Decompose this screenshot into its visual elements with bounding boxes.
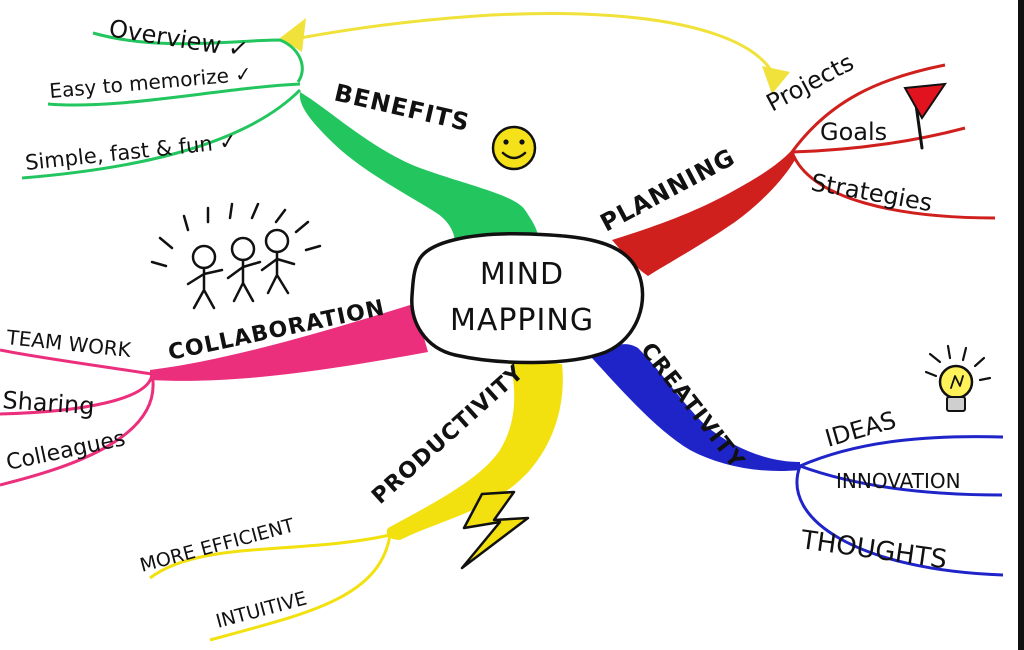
branch-productivity-body bbox=[386, 360, 563, 540]
branch-planning-body bbox=[612, 150, 796, 276]
right-border bbox=[1018, 0, 1024, 650]
benefits-item-memorize: Easy to memorize ✓ bbox=[48, 61, 252, 103]
stick-figures-icon bbox=[150, 202, 322, 310]
connector-arrow bbox=[299, 12, 774, 73]
benefits-item-simple: Simple, fast & fun ✓ bbox=[24, 129, 238, 175]
lightning-icon bbox=[460, 490, 530, 570]
branch-collaboration-sub-colleagues bbox=[0, 373, 155, 487]
branch-creativity-sub-innovation bbox=[799, 464, 1003, 497]
branch-benefits-body bbox=[299, 92, 538, 245]
branch-creativity-body bbox=[592, 344, 800, 472]
branch-collaboration-sub-sharing bbox=[0, 373, 154, 416]
flag-icon bbox=[903, 82, 948, 150]
branch-productivity-sub-efficient bbox=[149, 533, 391, 580]
lightbulb-icon bbox=[924, 344, 992, 412]
branch-planning-sub-strategies bbox=[790, 151, 996, 220]
center-title-line1: MIND bbox=[480, 257, 564, 292]
branch-benefits-sub-1 bbox=[92, 31, 304, 83]
branch-collaboration-sub-teamwork bbox=[0, 348, 153, 376]
collaboration-item-teamwork: TEAM WORK bbox=[4, 325, 132, 362]
collaboration-item-sharing: Sharing bbox=[2, 386, 96, 420]
branch-planning-sub-goals bbox=[791, 126, 966, 154]
branch-productivity-sub-intuitive bbox=[209, 534, 392, 642]
center-node bbox=[410, 231, 645, 365]
branch-creativity-sub-ideas bbox=[799, 435, 1004, 468]
planning-item-goals: Goals bbox=[820, 118, 887, 146]
creativity-item-innovation: INNOVATION bbox=[836, 469, 961, 493]
planning-item-strategies: Strategies bbox=[809, 168, 935, 217]
center-title-line2: MAPPING bbox=[450, 303, 594, 338]
smiley-icon bbox=[491, 125, 537, 171]
branch-planning-sub-projects bbox=[790, 63, 946, 153]
arrowhead-left bbox=[280, 18, 306, 52]
branch-creativity-sub-thoughts bbox=[795, 465, 1004, 577]
benefits-item-overview: Overview ✓ bbox=[107, 14, 250, 64]
branch-benefits-sub-2 bbox=[47, 82, 301, 107]
branch-collaboration-body bbox=[150, 305, 428, 381]
branch-label-benefits: BENEFITS bbox=[332, 79, 473, 137]
arrowhead-right bbox=[762, 66, 790, 94]
creativity-item-thoughts: THOUGHTS bbox=[798, 525, 949, 575]
collaboration-item-colleagues: Colleagues bbox=[4, 426, 128, 476]
productivity-item-efficient: MORE EFFICIENT bbox=[138, 514, 297, 576]
branch-benefits-sub-3 bbox=[21, 88, 302, 180]
